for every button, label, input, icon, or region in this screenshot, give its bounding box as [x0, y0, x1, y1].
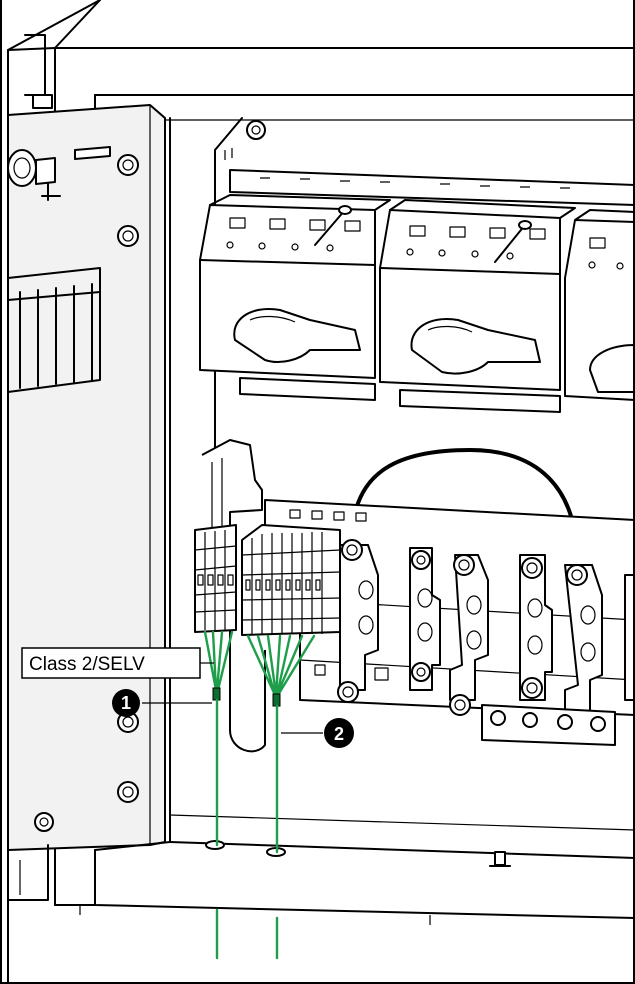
- class-label-text: Class 2/SELV: [29, 654, 145, 675]
- door-vent: [7, 267, 101, 393]
- lower-bolt-strip: [481, 704, 616, 746]
- callout-2-number: 2: [334, 724, 344, 744]
- bolt: [590, 716, 606, 732]
- door: [7, 34, 166, 901]
- switch-disconnector-1: [199, 194, 391, 401]
- ground-stud: [494, 851, 506, 866]
- bolt: [117, 154, 139, 176]
- bolt: [453, 554, 475, 576]
- busbar-terminal-3: [449, 554, 489, 716]
- bolt: [337, 681, 359, 703]
- wiring-bundle-2: [246, 634, 316, 960]
- busbar-terminal-2: [409, 547, 441, 691]
- bolt: [449, 694, 471, 716]
- bolt: [341, 539, 363, 561]
- bolt: [246, 120, 266, 140]
- bolt: [117, 781, 139, 803]
- bolt: [490, 710, 506, 726]
- rotary-handle: [410, 318, 541, 375]
- cable-entry: [205, 840, 225, 850]
- din-rail: [229, 169, 635, 206]
- bolt: [411, 550, 431, 570]
- bolt: [522, 712, 538, 728]
- busbar-terminal-1: [337, 539, 379, 703]
- door-lock: [7, 149, 61, 201]
- bolt: [521, 557, 543, 579]
- bolt: [117, 711, 139, 733]
- callout-2-marker: [324, 718, 354, 748]
- terminal-block-right: [241, 524, 341, 636]
- busbar-terminal-6: [624, 574, 635, 701]
- bolt: [117, 225, 139, 247]
- terminal-block-left: [194, 439, 266, 753]
- enclosure-bottom: [54, 814, 635, 925]
- bolt: [521, 677, 543, 699]
- callout-1-number: 1: [121, 693, 131, 713]
- bolt: [557, 714, 573, 730]
- callout-1-marker: [112, 689, 140, 717]
- switch-disconnector-3: [564, 209, 635, 401]
- bolt: [34, 812, 54, 832]
- door-bolts: [34, 154, 139, 832]
- callout-1: 1: [112, 689, 212, 717]
- callout-2: 2: [281, 718, 354, 748]
- wiring-bundle-1: [203, 630, 234, 960]
- rotary-handle: [233, 308, 361, 363]
- jumper-cable: [350, 447, 579, 556]
- bolt: [411, 662, 431, 682]
- switch-disconnector-2: [379, 199, 576, 413]
- class-label-callout: Class 2/SELV: [21, 647, 214, 679]
- busbar-terminal-4: [519, 554, 553, 701]
- bolt: [566, 564, 588, 586]
